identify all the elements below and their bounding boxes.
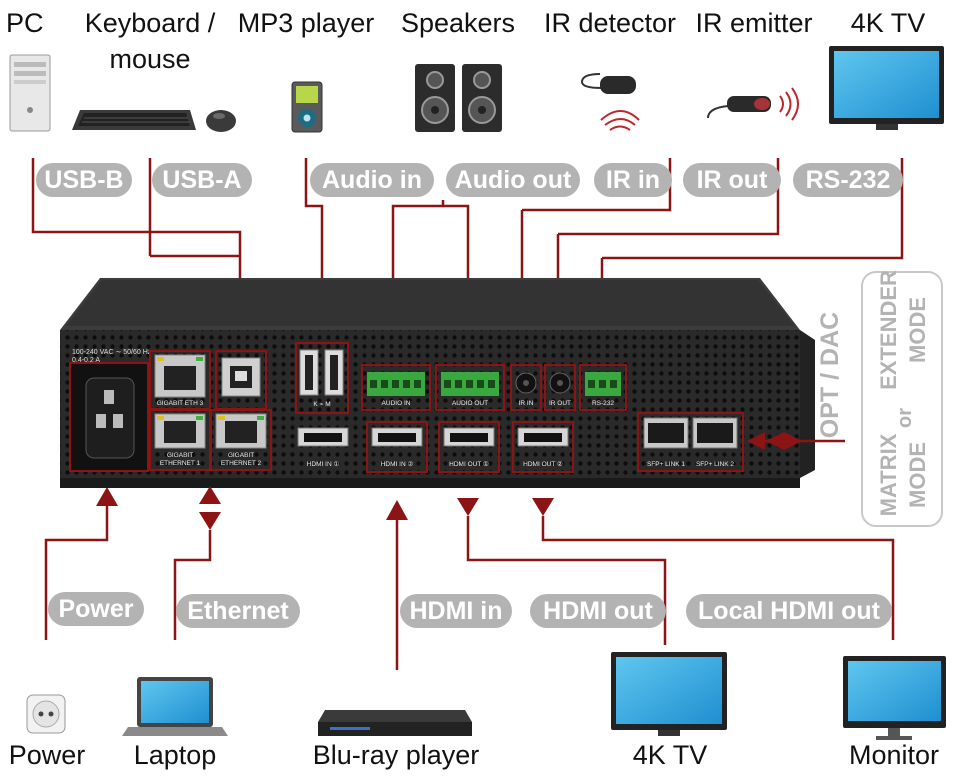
sfp-ports bbox=[637, 412, 744, 472]
audio-out-label: AUDIO OUT bbox=[452, 400, 488, 407]
hdmi-out-1-port bbox=[438, 421, 500, 473]
ethernet-pill: Ethernet bbox=[176, 594, 300, 628]
usb-a-pill: USB-A bbox=[152, 163, 252, 197]
speakers-icon bbox=[415, 64, 502, 132]
audio-in-terminal bbox=[361, 364, 431, 411]
ir-detector-label: IR detector bbox=[543, 8, 677, 38]
mp3-label: MP3 player bbox=[237, 8, 375, 38]
hdmi-in-1-label: HDMI IN ① bbox=[307, 460, 340, 468]
hdmi-out-2-port bbox=[512, 421, 574, 473]
usb-km-label: K ⌁ M bbox=[313, 401, 330, 408]
ethernet-port-3 bbox=[149, 350, 211, 410]
rs232-label: RS-232 bbox=[592, 400, 614, 407]
eth2-label-2: ETHERNET 2 bbox=[221, 460, 262, 467]
bluray-player-icon bbox=[318, 710, 472, 736]
link-arrow bbox=[747, 432, 845, 450]
audio-in-label: AUDIO IN bbox=[382, 400, 411, 407]
ir-out-jack bbox=[544, 364, 576, 411]
power-rating-label: 100-240 VAC ∼ 50/60 Hz bbox=[72, 349, 152, 356]
speakers-label: Speakers bbox=[400, 8, 516, 38]
audio-in-pill: Audio in bbox=[310, 163, 434, 197]
hdmi-out-2-label: HDMI OUT ② bbox=[523, 460, 563, 468]
eth3-label: GIGABIT ETH 3 bbox=[157, 400, 204, 407]
power-inlet bbox=[69, 362, 149, 472]
power-pill: Power bbox=[48, 592, 144, 626]
mp3-player-icon bbox=[291, 81, 323, 133]
mouse-icon bbox=[206, 110, 236, 132]
ir-out-label: IR OUT bbox=[549, 400, 571, 407]
hdmi-out-1-label: HDMI OUT ① bbox=[449, 460, 489, 468]
sfp2-label: SFP+ LINK 2 bbox=[696, 461, 734, 468]
opt-dac-label: OPT / DAC bbox=[816, 312, 844, 438]
eth1-label-2: ETHERNET 1 bbox=[160, 460, 201, 467]
mode-box bbox=[861, 271, 943, 527]
pc-label: PC bbox=[6, 8, 44, 38]
tv-top-icon bbox=[829, 46, 944, 130]
pc-icon bbox=[9, 54, 51, 132]
laptop-icon bbox=[122, 677, 228, 736]
monitor-label: Monitor bbox=[848, 740, 940, 770]
eth2-label-1: GIGABIT bbox=[228, 452, 254, 459]
rs232-terminal bbox=[579, 364, 627, 411]
hdmi-in-pill: HDMI in bbox=[400, 594, 512, 628]
bluray-label: Blu-ray player bbox=[312, 740, 480, 770]
rs232-pill: RS-232 bbox=[793, 163, 903, 197]
power-device-label: Power bbox=[8, 740, 86, 770]
ir-emitter-icon bbox=[707, 87, 799, 121]
local-hdmi-out-pill: Local HDMI out bbox=[686, 594, 892, 628]
ir-in-pill: IR in bbox=[594, 163, 672, 197]
eth1-label-1: GIGABIT bbox=[167, 452, 193, 459]
keyboard-label-line2: mouse bbox=[109, 44, 191, 74]
keyboard-icon bbox=[72, 110, 196, 130]
extender-label-2: MODE bbox=[905, 297, 930, 363]
bottom-connection-lines bbox=[44, 505, 895, 670]
ethernet-port-2 bbox=[210, 409, 272, 471]
laptop-label: Laptop bbox=[133, 740, 217, 770]
audio-out-pill: Audio out bbox=[446, 163, 580, 197]
bottom-arrows bbox=[96, 486, 554, 530]
hdmi-in-2-label: HDMI IN ② bbox=[381, 460, 414, 468]
keyboard-label-line1: Keyboard / bbox=[84, 8, 216, 38]
usb-b-pill: USB-B bbox=[36, 163, 132, 197]
hdmi-in-2-port bbox=[366, 421, 428, 473]
monitor-icon bbox=[843, 656, 946, 740]
ir-detector-icon bbox=[580, 73, 640, 131]
tv-top-label: 4K TV bbox=[850, 8, 926, 38]
ir-in-jack bbox=[510, 364, 542, 411]
or-label: or bbox=[894, 408, 916, 428]
usb-b-port bbox=[215, 350, 267, 410]
sfp1-label: SFP+ LINK 1 bbox=[647, 461, 685, 468]
power-outlet-icon bbox=[26, 694, 66, 734]
tv-bottom-icon bbox=[611, 652, 727, 736]
hdmi-out-pill: HDMI out bbox=[530, 594, 666, 628]
matrix-label-2: MODE bbox=[905, 442, 930, 508]
ir-out-pill: IR out bbox=[683, 163, 781, 197]
power-rating-sub-label: 0.4-0.2 A bbox=[72, 357, 100, 364]
extender-label-1: EXTENDER bbox=[876, 270, 901, 390]
ir-in-label: IR IN bbox=[519, 400, 534, 407]
audio-out-terminal bbox=[435, 364, 505, 411]
hdmi-in-1-port bbox=[297, 427, 349, 447]
ir-emitter-label: IR emitter bbox=[695, 8, 813, 38]
tv-bottom-label: 4K TV bbox=[632, 740, 708, 770]
usb-a-ports bbox=[295, 342, 349, 414]
matrix-label-1: MATRIX bbox=[876, 433, 901, 516]
